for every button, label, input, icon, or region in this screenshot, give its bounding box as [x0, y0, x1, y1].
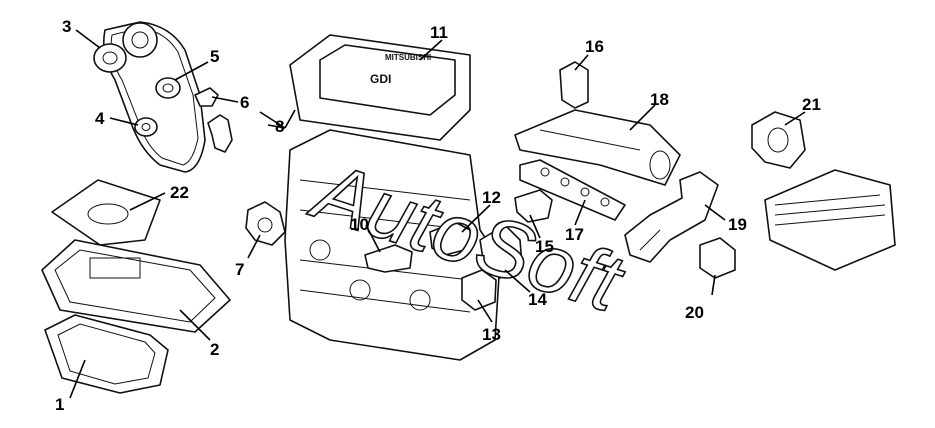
callout-14: 14 — [528, 290, 547, 309]
callout-4: 4 — [95, 109, 105, 128]
cylinder-head-cover-11: GDI MITSUBISHI — [289, 34, 471, 141]
callout-19: 19 — [728, 215, 747, 234]
air-cleaner-housing — [764, 169, 896, 271]
bracket-15 — [514, 189, 553, 223]
map-sensor-20 — [699, 237, 736, 279]
callout-13: 13 — [482, 325, 501, 344]
callout-20: 20 — [685, 303, 704, 322]
bracket-6 — [194, 87, 219, 107]
callout-7: 7 — [235, 260, 244, 279]
tensioner-arm-8 — [207, 114, 233, 153]
intake-hose-19 — [624, 171, 719, 263]
crank-sprocket-3 — [93, 43, 127, 73]
callout-2: 2 — [210, 340, 219, 359]
leader-lines — [69, 29, 806, 399]
callout-12: 12 — [482, 188, 501, 207]
camshaft-sprocket — [122, 22, 158, 58]
tensioner-pulley-5 — [155, 77, 181, 99]
egr-valve-12 — [429, 221, 473, 256]
intake-manifold-18 — [514, 109, 681, 186]
callout-22: 22 — [170, 183, 189, 202]
airflow-sensor-21 — [751, 111, 806, 169]
callout-1: 1 — [55, 395, 64, 414]
callout-3: 3 — [62, 17, 71, 36]
thermostat-housing-10 — [364, 244, 413, 273]
callout-6: 6 — [240, 93, 249, 112]
callout-16: 16 — [585, 37, 604, 56]
callout-21: 21 — [802, 95, 821, 114]
idler-pulley-4 — [134, 117, 158, 137]
actuator-16 — [559, 61, 589, 109]
sensor-13 — [461, 269, 497, 311]
upper-oil-pan-2 — [41, 239, 231, 333]
engine-cover-text: GDI — [370, 72, 391, 86]
callout-15: 15 — [535, 237, 554, 256]
callout-17: 17 — [565, 225, 584, 244]
water-pump-7 — [245, 201, 286, 246]
callout-18: 18 — [650, 90, 669, 109]
manifold-gasket-17 — [519, 159, 626, 221]
callout-8: 8 — [275, 117, 284, 136]
callout-5: 5 — [210, 47, 219, 66]
gasket-22 — [51, 179, 161, 246]
lower-oil-pan-1 — [44, 314, 169, 394]
engine-brand-text: MITSUBISHI — [385, 53, 431, 62]
callouts: 1 2 3 4 5 6 7 8 10 11 12 13 14 15 16 17 … — [55, 17, 821, 414]
gasket-14 — [479, 224, 523, 279]
callout-10: 10 — [350, 215, 369, 234]
callout-11: 11 — [430, 23, 448, 42]
